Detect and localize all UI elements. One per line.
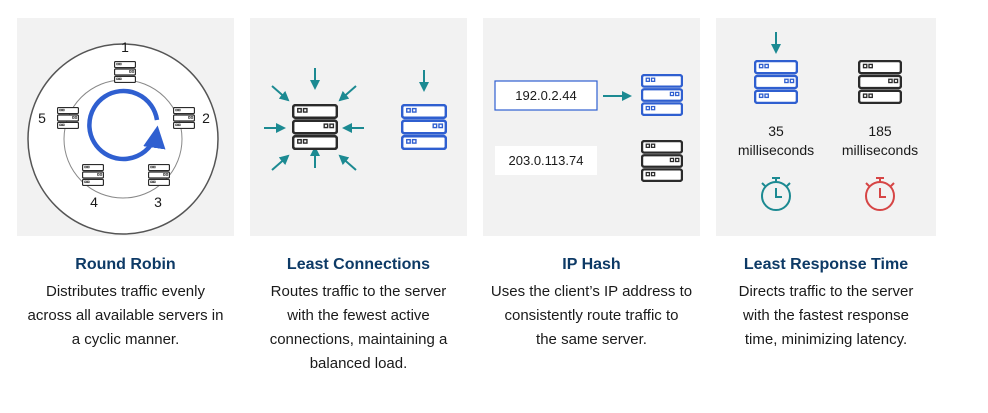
fast-time-value: 35: [768, 123, 784, 139]
fast-time-unit: milliseconds: [738, 142, 814, 158]
round-robin-diagram: 1 2 3 4 5: [27, 39, 219, 235]
desc-line: connections, maintaining a: [269, 331, 448, 348]
ip-hash-description: Uses the client’s IP address to consiste…: [473, 280, 710, 352]
ip-hash-title: IP Hash: [562, 256, 621, 273]
least-response-description: Directs traffic to the server with the f…: [706, 280, 946, 352]
fast-server-icon: [754, 60, 798, 104]
ip-hash-panel: 192.0.2.44 203.0.113.74: [483, 18, 700, 236]
desc-line: time, minimizing latency.: [744, 331, 908, 348]
other-server-icon: [641, 140, 683, 182]
least-response-panel: 35 milliseconds 185 milliseconds: [716, 18, 936, 236]
desc-line: Routes traffic to the server: [270, 283, 447, 300]
round-robin-panel: 1 2 3 4 5: [17, 18, 234, 236]
selected-server-icon: [401, 104, 447, 150]
server-3-icon: [148, 164, 170, 186]
slow-stopwatch-icon: [865, 177, 895, 211]
least-connections-title: Least Connections: [286, 256, 431, 273]
desc-line: with the fewest active: [287, 307, 430, 324]
desc-line: a cyclic manner.: [71, 331, 180, 348]
ip-box-2: [495, 146, 597, 175]
least-response-caption: Least Response Time Directs traffic to t…: [706, 256, 946, 352]
busy-server-icon: [292, 104, 338, 150]
least-connections-description: Routes traffic to the server with the fe…: [240, 280, 477, 376]
hashed-server-icon: [641, 74, 683, 116]
slow-time-unit: milliseconds: [842, 142, 918, 158]
desc-line: Directs traffic to the server: [738, 283, 914, 300]
least-connections-caption: Least Connections Routes traffic to the …: [240, 256, 477, 376]
ip-box-1: [494, 80, 598, 111]
slow-time-value: 185: [868, 123, 892, 139]
incoming-arrows: [264, 68, 364, 171]
server-label-3: 3: [154, 194, 162, 210]
least-response-diagram: 35 milliseconds 185 milliseconds: [738, 32, 918, 211]
desc-line: consistently route traffic to: [504, 307, 679, 324]
server-2-icon: [173, 107, 195, 129]
desc-line: with the fastest response: [743, 307, 909, 324]
server-4-icon: [82, 164, 104, 186]
server-1-icon: [114, 61, 136, 83]
server-label-4: 4: [90, 194, 98, 210]
slow-server-icon: [858, 60, 902, 104]
least-response-title: Least Response Time: [743, 256, 909, 273]
desc-line: Distributes traffic evenly: [46, 283, 205, 300]
desc-line: across all available servers in: [27, 307, 224, 324]
least-connections-diagram: [264, 68, 447, 171]
server-5-icon: [57, 107, 79, 129]
round-robin-description: Distributes traffic evenly across all av…: [7, 280, 244, 352]
desc-line: the same server.: [536, 331, 647, 348]
cycle-arrow-icon: [87, 88, 166, 162]
server-label-5: 5: [38, 110, 46, 126]
outer-ring: [27, 43, 219, 235]
least-connections-panel: [250, 18, 467, 236]
ip-hash-caption: IP Hash Uses the client’s IP address to …: [473, 256, 710, 352]
server-label-2: 2: [202, 110, 210, 126]
desc-line: balanced load.: [309, 355, 408, 372]
ip-address-2: 203.0.113.74: [509, 153, 584, 168]
round-robin-caption: Round Robin Distributes traffic evenly a…: [7, 256, 244, 352]
fast-stopwatch-icon: [761, 177, 791, 211]
ip-hash-diagram: 192.0.2.44 203.0.113.74: [494, 74, 683, 182]
round-robin-title: Round Robin: [75, 256, 176, 273]
desc-line: Uses the client’s IP address to: [490, 283, 693, 300]
server-label-1: 1: [121, 39, 129, 55]
ip-address-1: 192.0.2.44: [515, 88, 576, 103]
